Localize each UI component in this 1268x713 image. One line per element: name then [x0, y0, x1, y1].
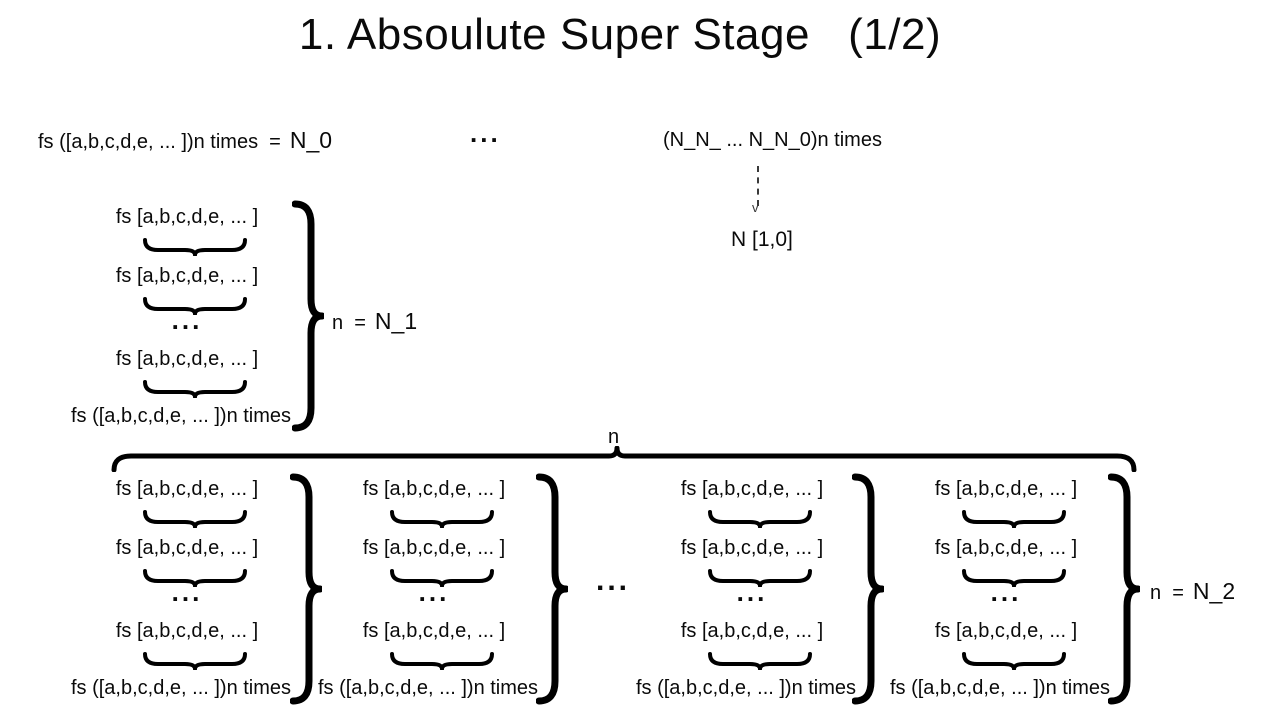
right-brace-icon — [536, 473, 568, 705]
underbrace-icon — [708, 569, 812, 587]
expression-row: fs [a,b,c,d,e, ... ] — [115, 478, 259, 500]
n-equals-n2-label: n = N_2 — [1150, 578, 1235, 605]
stack-block-3: fs [a,b,c,d,e, ... ] fs [a,b,c,d,e, ... … — [636, 478, 857, 699]
stack-ellipsis: ... — [171, 577, 203, 607]
underbrace-icon — [143, 297, 247, 315]
expression-row: fs [a,b,c,d,e, ... ] — [362, 620, 506, 642]
n0-value: N_0 — [289, 127, 333, 153]
underbrace-icon — [390, 652, 494, 670]
underbrace-icon — [962, 569, 1066, 587]
stack-bottom-expression: fs ([a,b,c,d,e, ... ])n times — [889, 677, 1111, 699]
expression-row: fs [a,b,c,d,e, ... ] — [362, 478, 506, 500]
top-ellipsis: ... — [470, 118, 501, 148]
n-equals-text: n = — [1150, 582, 1184, 604]
right-brace-icon — [1108, 473, 1140, 705]
underbrace-icon — [143, 569, 247, 587]
underbrace-icon — [390, 569, 494, 587]
n2-value: N_2 — [1192, 578, 1236, 604]
overbrace-icon — [111, 446, 1137, 472]
arrow-result-value: N [1,0] — [731, 228, 793, 251]
fs-n-times-expression: fs ([a,b,c,d,e, ... ])n times = — [38, 131, 281, 153]
top-left-formula: fs ([a,b,c,d,e, ... ])n times = N_0 — [38, 127, 332, 154]
underbrace-icon — [390, 510, 494, 528]
bottom-middle-ellipsis: ... — [596, 564, 631, 597]
stack-block-n1: fs [a,b,c,d,e, ... ] fs [a,b,c,d,e, ... … — [71, 206, 292, 427]
stack-ellipsis: ... — [171, 305, 203, 335]
stack-block-4: fs [a,b,c,d,e, ... ] fs [a,b,c,d,e, ... … — [890, 478, 1111, 699]
n-equals-n1-label: n = N_1 — [332, 308, 417, 335]
expression-row: fs [a,b,c,d,e, ... ] — [680, 620, 824, 642]
stack-block-2: fs [a,b,c,d,e, ... ] fs [a,b,c,d,e, ... … — [318, 478, 539, 699]
expression-row: fs [a,b,c,d,e, ... ] — [680, 478, 824, 500]
nn0-expression: (N_N_ ... N_N_0)n times — [663, 129, 882, 151]
expression-row: fs [a,b,c,d,e, ... ] — [680, 537, 824, 559]
right-brace-icon — [852, 473, 884, 705]
expression-row: fs [a,b,c,d,e, ... ] — [934, 478, 1078, 500]
stack-ellipsis: ... — [736, 577, 768, 607]
stack-ellipsis: ... — [990, 577, 1022, 607]
expression-row: fs [a,b,c,d,e, ... ] — [115, 348, 259, 370]
underbrace-icon — [708, 510, 812, 528]
slide-title: 1. Absoulute Super Stage (1/2) — [298, 10, 942, 59]
n1-value: N_1 — [374, 308, 418, 334]
right-brace-icon — [290, 473, 322, 705]
underbrace-icon — [143, 380, 247, 398]
stack-bottom-expression: fs ([a,b,c,d,e, ... ])n times — [635, 677, 857, 699]
underbrace-icon — [143, 238, 247, 256]
stack-block-1: fs [a,b,c,d,e, ... ] fs [a,b,c,d,e, ... … — [71, 478, 292, 699]
dashed-arrow-line — [757, 166, 759, 206]
underbrace-icon — [143, 652, 247, 670]
expression-row: fs [a,b,c,d,e, ... ] — [115, 620, 259, 642]
expression-row: fs [a,b,c,d,e, ... ] — [362, 537, 506, 559]
underbrace-icon — [143, 510, 247, 528]
overbrace-n-label: n — [608, 426, 620, 448]
arrow-head-icon: v — [752, 200, 759, 215]
underbrace-icon — [962, 510, 1066, 528]
expression-row: fs [a,b,c,d,e, ... ] — [115, 537, 259, 559]
expression-row: fs [a,b,c,d,e, ... ] — [934, 537, 1078, 559]
expression-row: fs [a,b,c,d,e, ... ] — [934, 620, 1078, 642]
stack-bottom-expression: fs ([a,b,c,d,e, ... ])n times — [70, 405, 292, 427]
expression-row: fs [a,b,c,d,e, ... ] — [115, 206, 259, 228]
n-equals-text: n = — [332, 312, 366, 334]
expression-row: fs [a,b,c,d,e, ... ] — [115, 265, 259, 287]
stack-bottom-expression: fs ([a,b,c,d,e, ... ])n times — [317, 677, 539, 699]
underbrace-icon — [708, 652, 812, 670]
stack-ellipsis: ... — [418, 577, 450, 607]
underbrace-icon — [962, 652, 1066, 670]
stack-bottom-expression: fs ([a,b,c,d,e, ... ])n times — [70, 677, 292, 699]
right-brace-icon — [292, 200, 324, 432]
